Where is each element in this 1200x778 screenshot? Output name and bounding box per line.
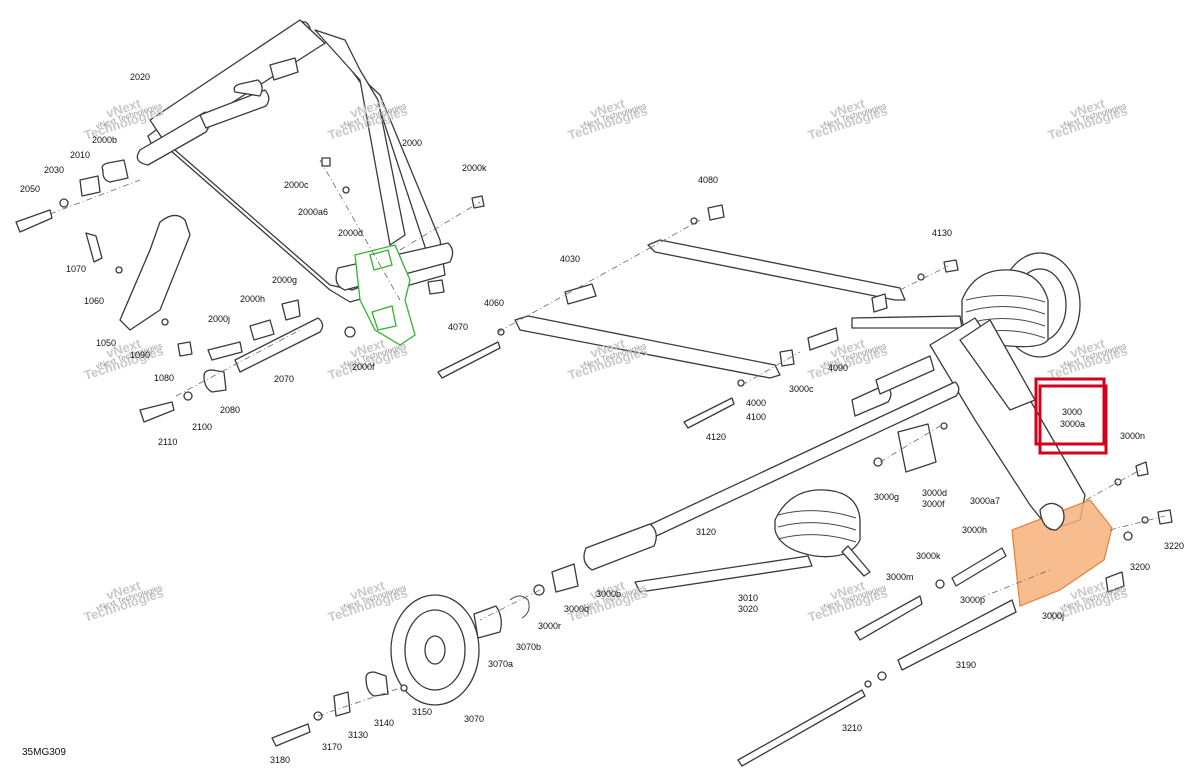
part-label-4070[interactable]: 4070: [448, 322, 468, 332]
part-label-2000b[interactable]: 2000b: [92, 135, 117, 145]
part-label-3000h[interactable]: 3000h: [962, 525, 987, 535]
part-label-3000a7[interactable]: 3000a7: [970, 496, 1000, 506]
diagram-code: 35MG309: [22, 747, 66, 758]
part-label-3170[interactable]: 3170: [322, 742, 342, 752]
highlight-label-3000[interactable]: 3000: [1062, 407, 1082, 417]
rod-assembly: [437, 204, 963, 429]
part-label-3200[interactable]: 3200: [1130, 562, 1150, 572]
part-label-2000d[interactable]: 2000d: [338, 228, 363, 238]
part-label-3000k[interactable]: 3000k: [916, 551, 941, 561]
part-label-1060[interactable]: 1060: [84, 296, 104, 306]
part-label-2050[interactable]: 2050: [20, 184, 40, 194]
part-label-3000n[interactable]: 3000n: [1120, 431, 1145, 441]
highlight-label-3000a[interactable]: 3000a: [1060, 419, 1085, 429]
part-label-3070a[interactable]: 3070a: [488, 659, 513, 669]
part-label-2020[interactable]: 2020: [130, 72, 150, 82]
part-label-4000[interactable]: 4000: [746, 398, 766, 408]
part-label-2000k[interactable]: 2000k: [462, 163, 487, 173]
front-arm-assembly: [15, 19, 485, 423]
part-label-4030[interactable]: 4030: [560, 254, 580, 264]
part-label-3070[interactable]: 3070: [464, 714, 484, 724]
part-label-2000f[interactable]: 2000f: [352, 362, 375, 372]
part-label-2000h[interactable]: 2000h: [240, 294, 265, 304]
part-label-3000b[interactable]: 3000b: [596, 589, 621, 599]
part-label-3220[interactable]: 3220: [1164, 541, 1184, 551]
part-label-2010[interactable]: 2010: [70, 150, 90, 160]
assembly-lines: [49, 159, 1166, 717]
part-label-2080[interactable]: 2080: [220, 405, 240, 415]
part-label-3000f[interactable]: 3000f: [922, 499, 945, 509]
part-label-4080[interactable]: 4080: [698, 175, 718, 185]
part-label-3000g[interactable]: 3000g: [874, 492, 899, 502]
highlight-callout[interactable]: 3000 3000a: [1034, 377, 1108, 455]
part-label-2000g[interactable]: 2000g: [272, 275, 297, 285]
part-label-3190[interactable]: 3190: [956, 660, 976, 670]
part-label-4120[interactable]: 4120: [706, 432, 726, 442]
part-label-3000q[interactable]: 3000q: [564, 604, 589, 614]
part-label-2030[interactable]: 2030: [44, 165, 64, 175]
part-label-1070[interactable]: 1070: [66, 264, 86, 274]
part-label-3210[interactable]: 3210: [842, 723, 862, 733]
part-label-3010[interactable]: 3010: [738, 593, 758, 603]
part-label-1050[interactable]: 1050: [96, 338, 116, 348]
part-label-3120[interactable]: 3120: [696, 527, 716, 537]
part-label-2110[interactable]: 2110: [158, 437, 177, 447]
part-label-1080[interactable]: 1080: [154, 373, 174, 383]
part-label-3000m[interactable]: 3000m: [886, 572, 914, 582]
rear-arm-assembly: [271, 252, 1173, 767]
part-label-4060[interactable]: 4060: [484, 298, 504, 308]
part-label-2070[interactable]: 2070: [274, 374, 294, 384]
part-label-3000p[interactable]: 3000p: [960, 595, 985, 605]
part-label-3140[interactable]: 3140: [374, 718, 394, 728]
part-label-2100[interactable]: 2100: [192, 422, 212, 432]
part-label-3070b[interactable]: 3070b: [516, 642, 541, 652]
part-label-3130[interactable]: 3130: [348, 730, 368, 740]
part-label-3020[interactable]: 3020: [738, 604, 758, 614]
part-label-4090[interactable]: 4090: [828, 363, 848, 373]
part-label-1090[interactable]: 1090: [130, 350, 150, 360]
part-label-3000c[interactable]: 3000c: [789, 384, 814, 394]
shock-bracket-green: [354, 244, 416, 346]
part-label-3000d[interactable]: 3000d: [922, 488, 947, 498]
part-label-2000c[interactable]: 2000c: [284, 180, 309, 190]
part-label-2000a6[interactable]: 2000a6: [298, 207, 328, 217]
part-label-3000r[interactable]: 3000r: [538, 621, 561, 631]
part-label-2000j[interactable]: 2000j: [208, 314, 230, 324]
part-label-3000j[interactable]: 3000j: [1042, 611, 1064, 621]
part-label-4100[interactable]: 4100: [746, 412, 766, 422]
part-label-4130[interactable]: 4130: [932, 228, 952, 238]
part-label-3150[interactable]: 3150: [412, 707, 432, 717]
part-label-2000[interactable]: 2000: [402, 138, 422, 148]
part-label-3180[interactable]: 3180: [270, 755, 290, 765]
